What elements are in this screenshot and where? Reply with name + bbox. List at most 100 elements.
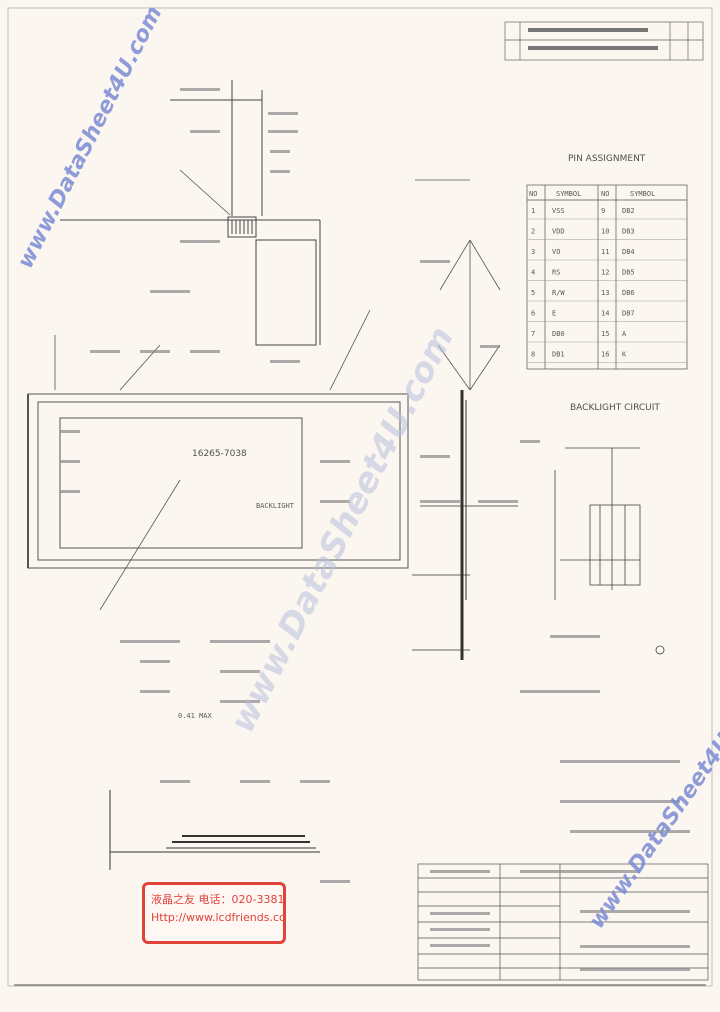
stamp-line-2: Http://www.lcdfriends.com	[151, 911, 286, 924]
dimension-mark	[430, 870, 490, 873]
dimension-mark	[430, 928, 490, 931]
pin-cell: DB3	[622, 228, 635, 236]
pin-cell: K	[622, 351, 627, 359]
pin-cell: 6	[531, 310, 535, 318]
pin-assignment-title: PIN ASSIGNMENT	[568, 154, 646, 164]
dimension-mark	[220, 700, 260, 703]
leader-lines	[54, 169, 501, 611]
contact-stamp: 液晶之友 电话：020-33819057 Http://www.lcdfrien…	[142, 882, 286, 944]
pin-cell: DB4	[622, 248, 635, 256]
pin-cell: 5	[531, 289, 535, 297]
dimension-mark	[220, 670, 260, 673]
dimension-mark	[430, 912, 490, 915]
pin-table-header: NO SYMBOL NO SYMBOL	[529, 190, 655, 198]
pin-cell: DB5	[622, 269, 635, 277]
revision-marks	[528, 28, 658, 50]
watermark-bottom-right: www.DataSheet4U.com	[584, 681, 720, 934]
pin-cell: DB7	[622, 310, 635, 318]
pin-cell: 4	[531, 269, 535, 277]
dimension-mark	[320, 460, 350, 463]
revision-block	[504, 21, 704, 61]
dimension-mark	[580, 910, 690, 913]
dimension-mark	[580, 968, 690, 971]
dimension-mark	[240, 780, 270, 783]
pin-cell: VDD	[552, 228, 565, 236]
dimension-mark	[268, 112, 298, 115]
dimension-mark	[300, 780, 330, 783]
dimension-mark	[520, 870, 640, 873]
backlight-circuit	[554, 447, 665, 655]
pin-cell: VO	[552, 248, 560, 256]
dimension-mark	[430, 944, 490, 947]
dimension-mark	[180, 88, 220, 91]
dimension-mark	[180, 240, 220, 243]
pin-cell: 3	[531, 248, 535, 256]
stamp-line-1: 液晶之友 电话：020-33819057	[151, 893, 285, 906]
dimension-mark	[140, 660, 170, 663]
dimension-mark	[580, 945, 690, 948]
dimension-mark	[550, 635, 600, 638]
pin-cell: 14	[601, 310, 609, 318]
dimension-mark	[480, 345, 500, 348]
pin-cell: DB0	[552, 330, 565, 338]
detail-label: 0.41 MAX	[178, 712, 213, 720]
bottom-view	[109, 790, 320, 870]
pin-cell: 8	[531, 351, 535, 359]
pin-cell: DB1	[552, 351, 565, 359]
pin-cell: A	[622, 330, 627, 338]
dimension-mark	[520, 440, 540, 443]
pin-cell: 7	[531, 330, 535, 338]
dimension-mark	[150, 290, 190, 293]
pin-cell: RS	[552, 269, 560, 277]
pin-cell: 1	[531, 207, 535, 215]
dimension-mark	[270, 170, 290, 173]
dimension-mark	[320, 500, 350, 503]
dimension-mark	[520, 690, 600, 693]
pin-cell: R/W	[552, 289, 565, 297]
pin-cell: E	[552, 310, 556, 318]
dimension-mark	[270, 150, 290, 153]
backlight-label: BACKLIGHT	[256, 502, 295, 510]
pin-header	[60, 80, 321, 346]
dimension-mark	[140, 350, 170, 353]
pin-cell: DB2	[622, 207, 635, 215]
dimension-mark	[420, 455, 450, 458]
pin-cell: VSS	[552, 207, 565, 215]
dimension-mark	[478, 500, 518, 503]
watermark-top-left: www.DataSheet4U.com	[13, 2, 167, 273]
pin-cell: 16	[601, 351, 609, 359]
pin-cell: DB6	[622, 289, 635, 297]
dimension-marks	[60, 88, 690, 971]
module-outline	[27, 393, 409, 569]
dimension-mark	[560, 800, 680, 803]
pin-cell: 10	[601, 228, 609, 236]
sheet-border	[7, 7, 713, 987]
pin-cell: 9	[601, 207, 605, 215]
pin-col-symbol-1: SYMBOL	[556, 190, 581, 198]
dimension-mark	[210, 640, 270, 643]
title-block	[417, 863, 709, 981]
pin-cell: 13	[601, 289, 609, 297]
module-name: 16265-7038	[192, 449, 247, 459]
dimension-mark	[60, 430, 80, 433]
pin-cell: 12	[601, 269, 609, 277]
pin-table-frame	[526, 184, 688, 370]
pin-col-symbol-2: SYMBOL	[630, 190, 655, 198]
backlight-circuit-title: BACKLIGHT CIRCUIT	[570, 403, 660, 413]
watermark-center: www.DataSheet4U.com	[222, 320, 462, 739]
dimension-mark	[570, 830, 690, 833]
dimension-mark	[160, 780, 190, 783]
dimension-mark	[190, 350, 220, 353]
pin-col-no-2: NO	[601, 190, 609, 198]
dimension-mark	[120, 640, 180, 643]
dimension-mark	[90, 350, 120, 353]
dimension-mark	[268, 130, 298, 133]
pin-cell: 2	[531, 228, 535, 236]
dimension-mark	[60, 460, 80, 463]
dimension-mark	[60, 490, 80, 493]
dimension-mark	[270, 360, 300, 363]
pin-col-no-1: NO	[529, 190, 537, 198]
dimension-mark	[140, 690, 170, 693]
